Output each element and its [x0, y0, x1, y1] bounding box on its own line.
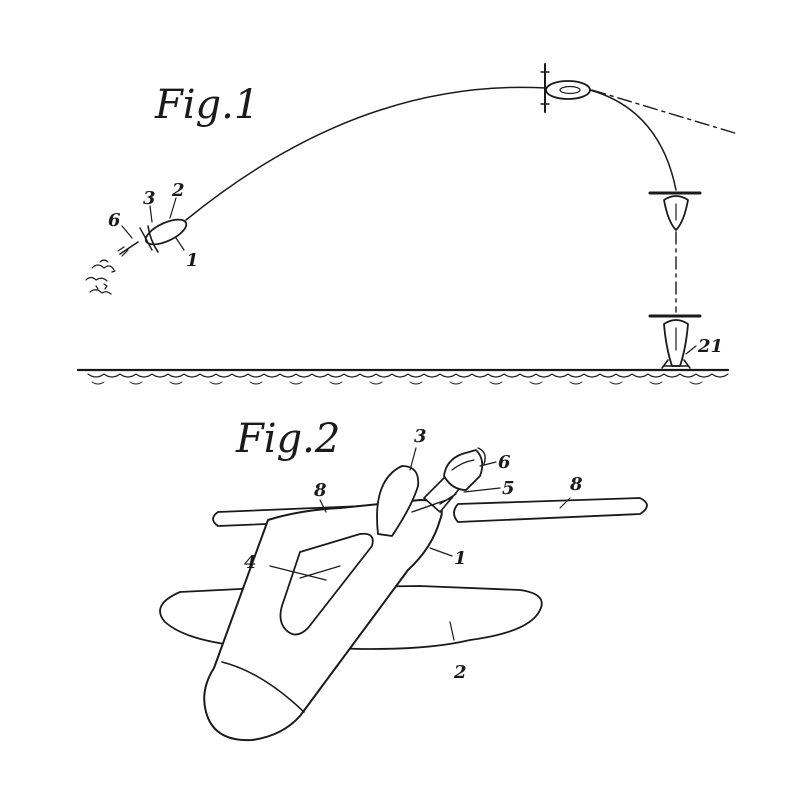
fig2-ref-4: 4 [244, 552, 257, 573]
fig2-title: Fig.2 [235, 416, 340, 462]
rocket-booster [119, 241, 139, 255]
fig2-ref-2: 2 [453, 662, 467, 683]
landed-aircraft [648, 314, 702, 369]
figure-1: Fig.1 [76, 63, 739, 385]
launch-wing [147, 225, 159, 253]
launch-smoke [85, 259, 116, 295]
fig2-ref-5: 5 [502, 478, 515, 499]
nose-seam [221, 661, 305, 713]
fig2-ref-1: 1 [454, 548, 467, 569]
window [279, 532, 374, 636]
flight-trajectory-ascent [185, 86, 547, 221]
fig1-title: Fig.1 [154, 82, 259, 128]
fig1-leaders [121, 197, 185, 251]
descent-aircraft [648, 191, 702, 231]
fig2-ref-6: 6 [498, 452, 511, 473]
trajectory-dashdot [591, 89, 739, 135]
launch-aircraft [117, 218, 188, 257]
fig2-ref-3: 3 [414, 426, 427, 447]
launch-fuselage [144, 218, 188, 246]
fig2-ref-8-left: 8 [313, 480, 327, 501]
figure-2: Fig.2 [159, 416, 648, 742]
fig2-leaders [269, 447, 571, 641]
fig1-ref-2: 2 [171, 180, 185, 201]
ground [76, 368, 730, 385]
fig2-ref-8-right: 8 [569, 474, 583, 495]
rocket-engine [443, 449, 484, 491]
fig1-ref-6: 6 [108, 210, 121, 231]
window-inner [299, 565, 341, 579]
fig1-ref-1: 1 [186, 250, 199, 271]
fig1-ref-21: 21 [697, 336, 723, 357]
apex-fuselage [545, 80, 591, 100]
fig1-ref-3: 3 [143, 188, 156, 209]
rotor-blade-right [453, 497, 648, 523]
apex-aircraft [540, 63, 591, 113]
vertical-fin [376, 465, 420, 537]
descent-arc [589, 89, 677, 191]
